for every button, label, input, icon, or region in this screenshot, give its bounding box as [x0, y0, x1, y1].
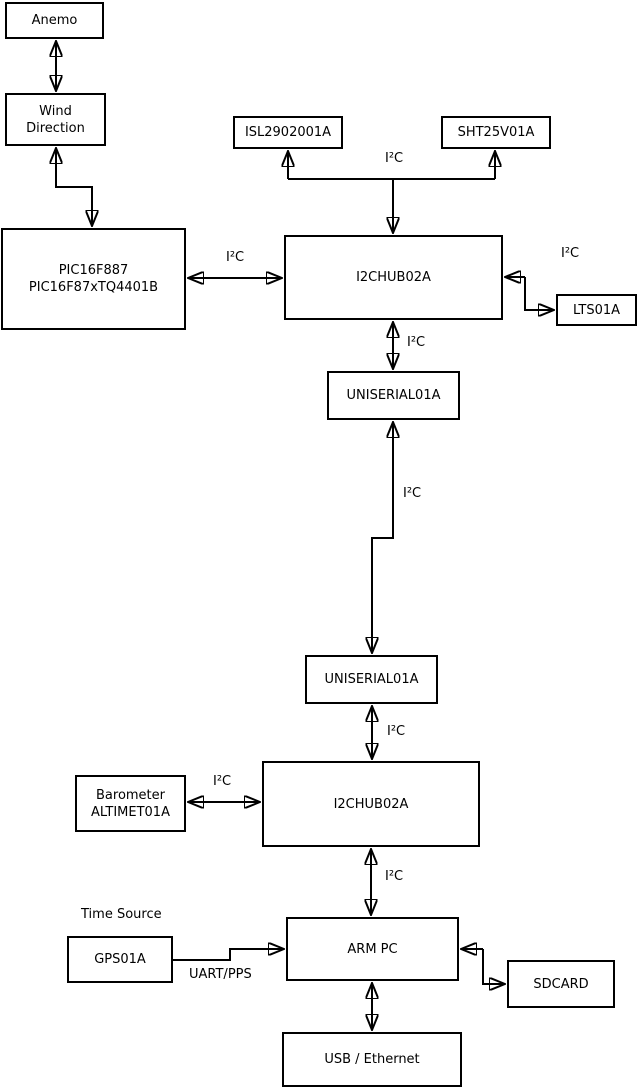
- label-i2c-hub-armpc: I²C: [385, 869, 404, 884]
- node-sdcard-label: SDCARD: [533, 976, 589, 992]
- node-i2chub-upper-label: I2CHUB02A: [356, 270, 431, 285]
- label-i2c-hub-lts: I²C: [561, 246, 580, 261]
- label-uart-pps: UART/PPS: [189, 967, 252, 982]
- label-i2c-pic-hub: I²C: [226, 250, 245, 265]
- node-wind-direction-label: Wind Direction: [26, 103, 85, 136]
- node-isl-label: ISL2902001A: [244, 125, 332, 140]
- node-uniserial-lower: UNISERIAL01A: [305, 655, 438, 704]
- node-usb-ethernet: USB / Ethernet: [282, 1032, 462, 1087]
- node-barometer-label: Barometer ALTIMET01A: [91, 787, 170, 820]
- label-i2c-sensor-bus: I²C: [385, 151, 404, 166]
- connector-hub1-isl-sht-bus: [288, 151, 495, 233]
- node-sdcard: SDCARD: [507, 960, 615, 1008]
- node-isl2902001a: ISL2902001A: [233, 116, 343, 149]
- node-barometer: Barometer ALTIMET01A: [75, 775, 186, 832]
- node-arm-pc: ARM PC: [286, 917, 459, 981]
- node-i2chub-lower: I2CHUB02A: [262, 761, 480, 847]
- node-lts01a: LTS01A: [556, 294, 637, 326]
- node-anemo-label: Anemo: [31, 13, 78, 28]
- connector-uniserial1-uniserial2: [372, 422, 393, 653]
- connector-hub1-lts: [505, 277, 554, 310]
- node-pic-label: PIC16F887 PIC16F87xTQ4401B: [28, 263, 159, 295]
- node-uniserial-upper-label: UNISERIAL01A: [346, 388, 441, 403]
- label-i2c-uniserial-link: I²C: [403, 486, 422, 501]
- node-uniserial-lower-label: UNISERIAL01A: [324, 672, 419, 687]
- label-i2c-barometer-hub: I²C: [213, 774, 232, 789]
- node-uniserial-upper: UNISERIAL01A: [327, 371, 460, 420]
- node-wind-direction: Wind Direction: [5, 93, 106, 146]
- node-gps-label: GPS01A: [94, 952, 146, 967]
- node-gps01a: GPS01A: [67, 936, 173, 983]
- node-pic-microcontroller: PIC16F887 PIC16F87xTQ4401B: [1, 228, 186, 330]
- node-i2chub-upper: I2CHUB02A: [284, 235, 503, 320]
- node-anemo: Anemo: [5, 2, 104, 39]
- label-i2c-hub-uniserial-upper: I²C: [407, 335, 426, 350]
- node-sht-label: SHT25V01A: [457, 125, 535, 140]
- node-sht25v01a: SHT25V01A: [441, 116, 551, 149]
- connector-wind-pic: [56, 148, 92, 226]
- node-lts-label: LTS01A: [572, 302, 621, 318]
- node-i2chub-lower-label: I2CHUB02A: [333, 796, 409, 812]
- connector-armpc-sdcard: [461, 949, 505, 984]
- connector-gps-armpc: [173, 949, 284, 961]
- label-time-source: Time Source: [81, 907, 162, 922]
- node-usb-ethernet-label: USB / Ethernet: [324, 1052, 420, 1067]
- label-i2c-uniserial-hub-lower: I²C: [387, 724, 406, 739]
- node-arm-pc-label: ARM PC: [347, 941, 398, 957]
